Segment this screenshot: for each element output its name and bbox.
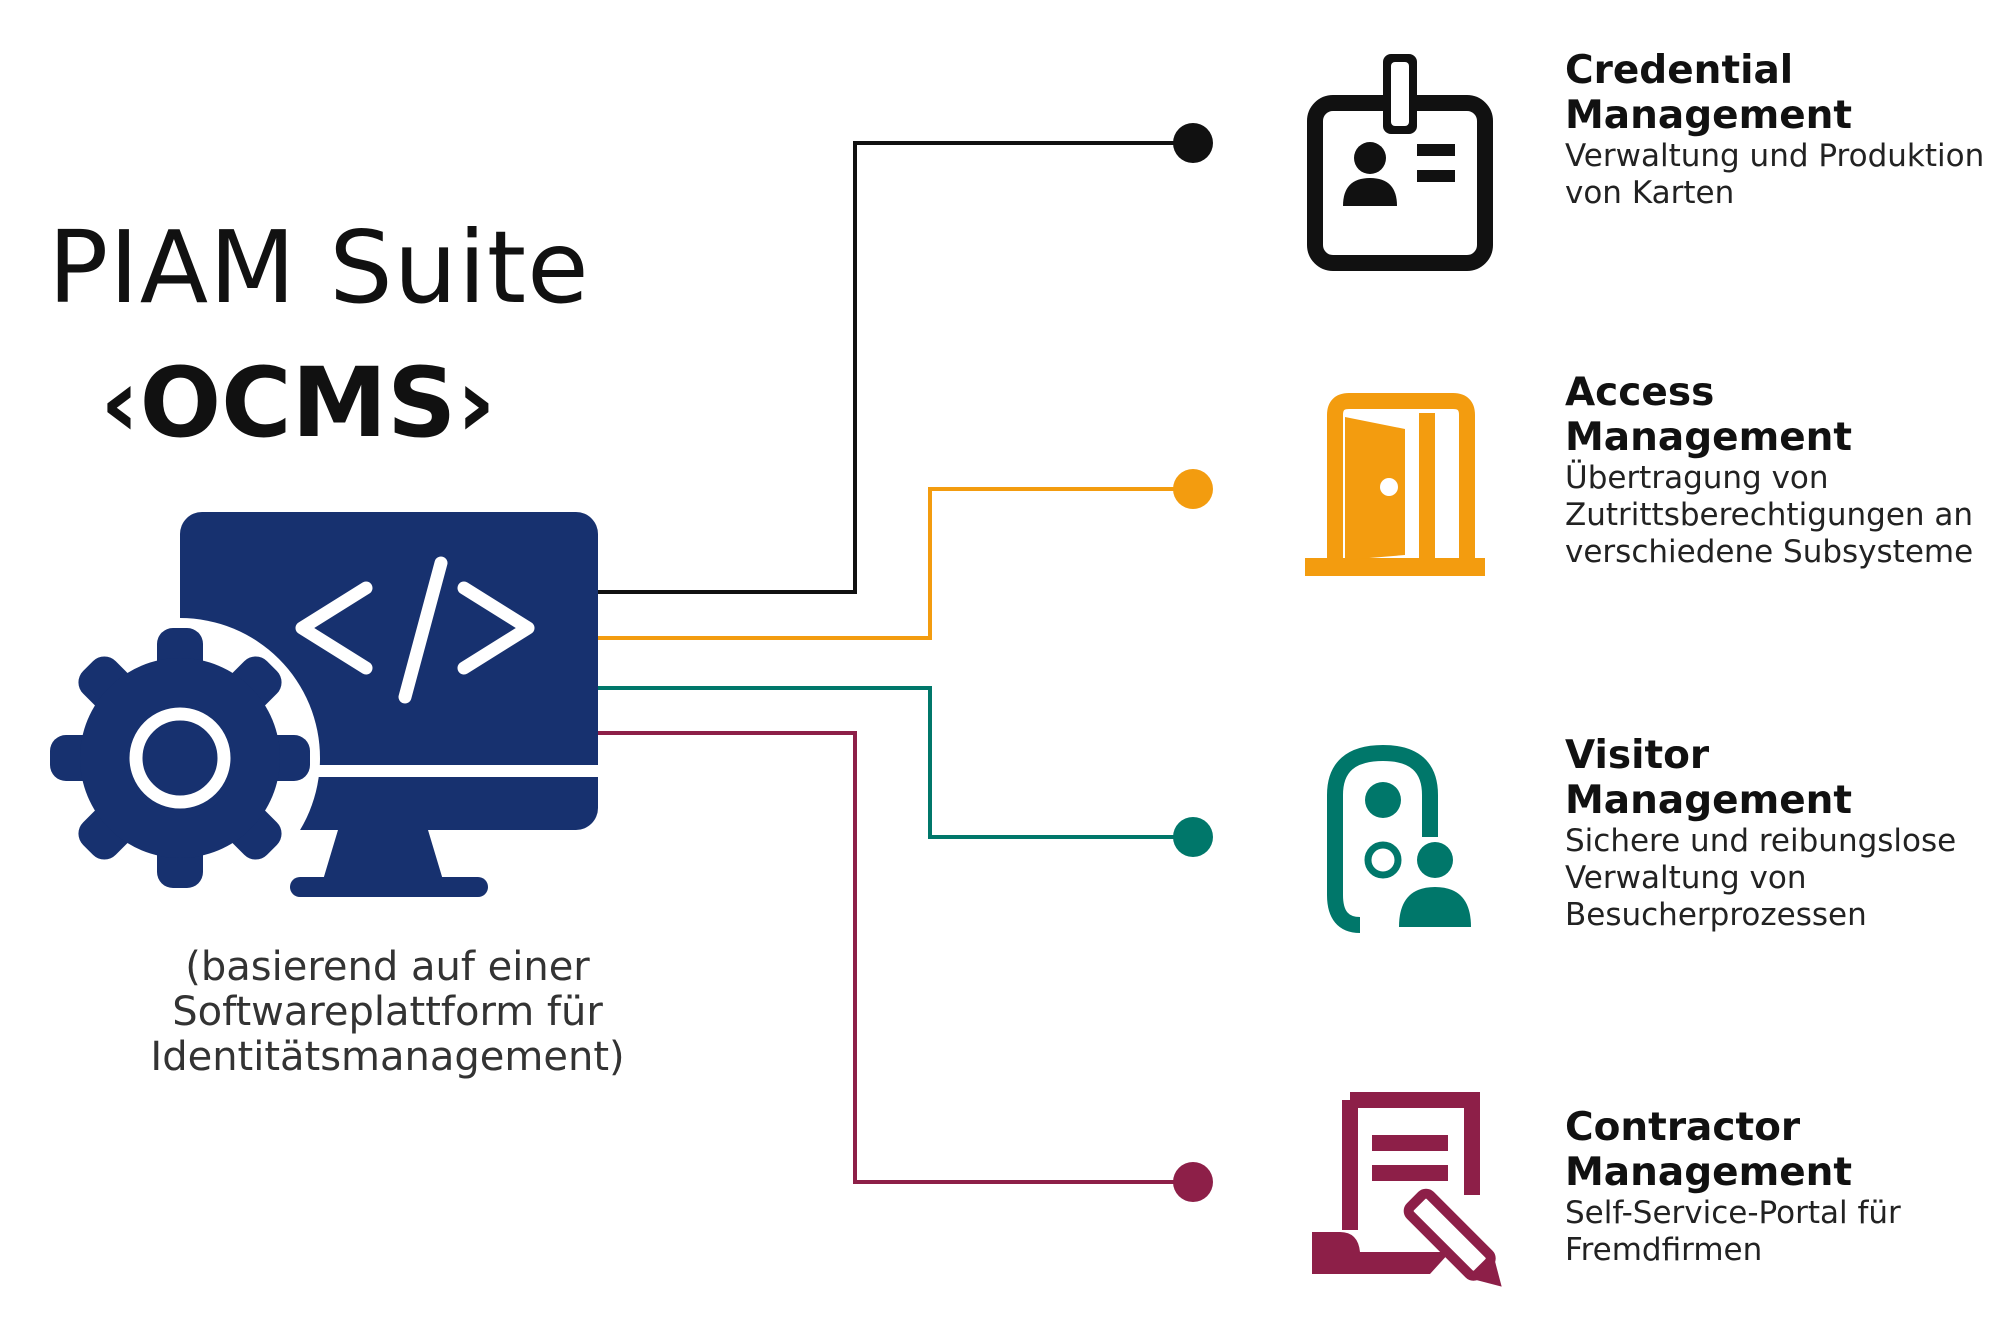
module-visitor: Visitor Management Sichere und reibungsl… — [1565, 733, 2000, 934]
module-description: Verwaltung und Produktion von Karten — [1565, 138, 1985, 211]
module-name: Visitor Management — [1565, 733, 1853, 823]
module-name: Credential Management — [1565, 48, 1853, 138]
connector-access — [598, 487, 1193, 640]
module-description: Self-Service-Portal für Fremdfirmen — [1565, 1195, 1901, 1268]
connector-visitor — [598, 686, 1193, 839]
module-name: Contractor Management — [1565, 1105, 1853, 1195]
connector-dot-contractor — [1173, 1162, 1213, 1202]
contract-pen-icon — [1312, 1092, 1502, 1287]
module-access: Access Management Übertragung von Zutrit… — [1565, 370, 2000, 571]
platform-caption: (basierend auf einer Softwareplattform f… — [150, 944, 625, 1080]
product-name: ‹OCMS› — [100, 347, 496, 459]
connector-dot-credential — [1173, 123, 1213, 163]
module-name: Access Management — [1565, 370, 1853, 460]
computer-code-gear-icon — [40, 512, 598, 898]
module-description: Sichere und reibungslose Verwaltung von … — [1565, 823, 1957, 933]
visitor-icon — [1327, 744, 1471, 933]
connector-dot-access — [1173, 469, 1213, 509]
connector-credential — [598, 141, 1193, 594]
module-contractor: Contractor Management Self-Service-Porta… — [1565, 1105, 2000, 1269]
door-icon — [1305, 393, 1485, 576]
id-badge-icon — [1307, 54, 1493, 271]
connector-dot-visitor — [1173, 817, 1213, 857]
connector-contractor — [598, 731, 1193, 1184]
module-credential: Credential Management Verwaltung und Pro… — [1565, 48, 2000, 212]
module-description: Übertragung von Zutrittsberechtigungen a… — [1565, 460, 1974, 570]
page-title: PIAM Suite — [48, 209, 590, 326]
